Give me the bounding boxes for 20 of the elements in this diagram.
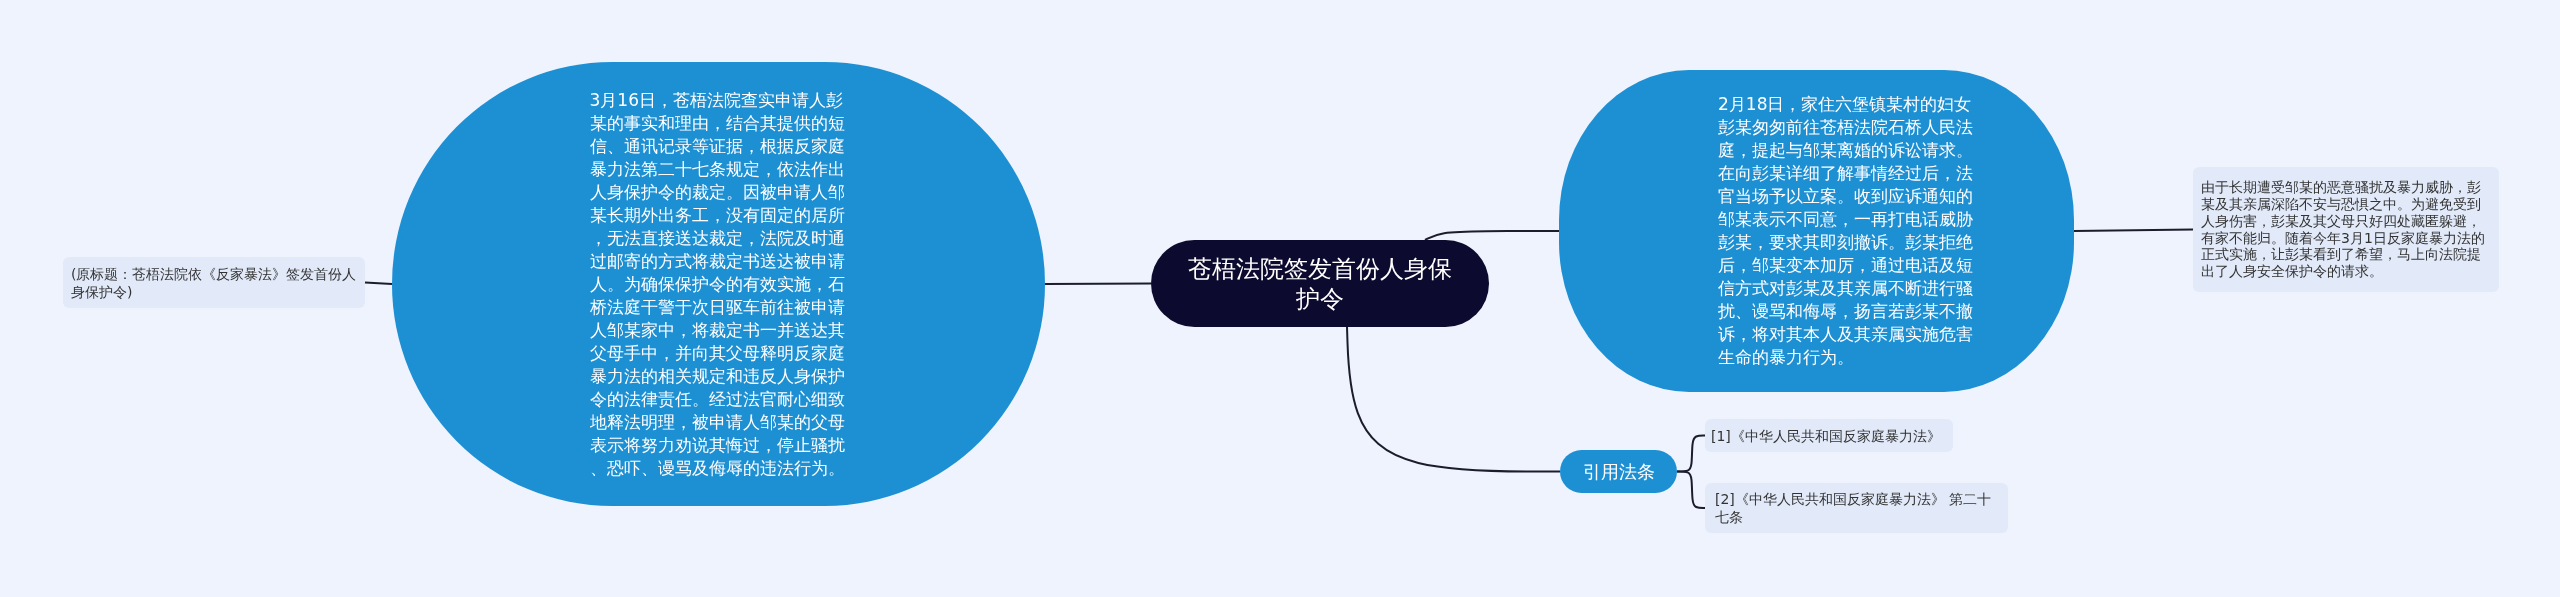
subtopic-pill xyxy=(1560,450,1677,493)
note-text: 由于长期遭受邹某的恶意骚扰及暴力威胁，彭某及其亲属深陷不安与恐惧之中。为避免受到人身伤害，彭某及其父母只好四处藏匿躲避，有家不能归。随着今年3月1日反家庭暴力法的正式实施，让彭某看到了希望，马上向法院提出了人身安全保护令的请求。 xyxy=(2201,179,2486,280)
note-box xyxy=(63,257,365,308)
connector-line xyxy=(2073,228,2194,232)
topic-text: 3月16日，苍梧法院查实申请人彭某的事实和理由，结合其提供的短信、通讯记录等证据，根据反家庭暴力法第二十七条规定，依法作出人身保护令的裁定。因被申请人邹某长期外出务工，没有固定的居所，无法直接送达裁定，法院及时通过邮寄的方式将裁定书送达被申请人。为确保保护令的有效实施，石桥法庭干警于次日驱车前往被申请人邹某家中，将裁定书一并送达其父母手中，并向其父母释明反家庭暴力法的相关规定和违反人身保护令的法律责任。经过法官耐心细致地释法明理，被申请人邹某的父母表示将努力劝说其悔过，停止骚扰、恐吓、谩骂及侮辱的违法行为。 xyxy=(589,88,846,480)
note-box xyxy=(1705,483,2008,533)
note-text: [2]《中华人民共和国反家庭暴力法》 第二十七条 xyxy=(1715,490,1993,526)
connector-line xyxy=(364,281,393,285)
note-box xyxy=(2193,167,2499,292)
subtopic-label: 引用法条 xyxy=(1581,459,1656,484)
note-box xyxy=(1705,419,1953,452)
connector-line xyxy=(1044,282,1152,285)
note-text: (原标题：苍梧法院依《反家暴法》签发首份人身保护令) xyxy=(71,264,357,301)
connector-line xyxy=(1346,326,1561,473)
topic-text: 2月18日，家住六堡镇某村的妇女彭某匆匆前往苍梧法院石桥人民法庭，提起与邹某离婚的诉讼请求。在向彭某详细了解事情经过后，法官当场予以立案。收到应诉通知的邹某表示不同意，一再打电话威胁彭某，要求其即刻撤诉。彭某拒绝后，邹某变本加厉，通过电话及短信方式对彭某及其亲属不断进行骚扰、谩骂和侮辱，扬言若彭某不撤诉，将对其本人及其亲属实施危害生命的暴力行为。 xyxy=(1718,93,1974,369)
topic-title: 苍梧法院签发首份人身保护令 xyxy=(1187,253,1453,314)
bracket-line xyxy=(1676,434,1706,473)
bracket-line xyxy=(1676,470,1706,509)
note-text: [1]《中华人民共和国反家庭暴力法》 xyxy=(1711,426,1942,445)
connector-line xyxy=(1424,230,1560,241)
